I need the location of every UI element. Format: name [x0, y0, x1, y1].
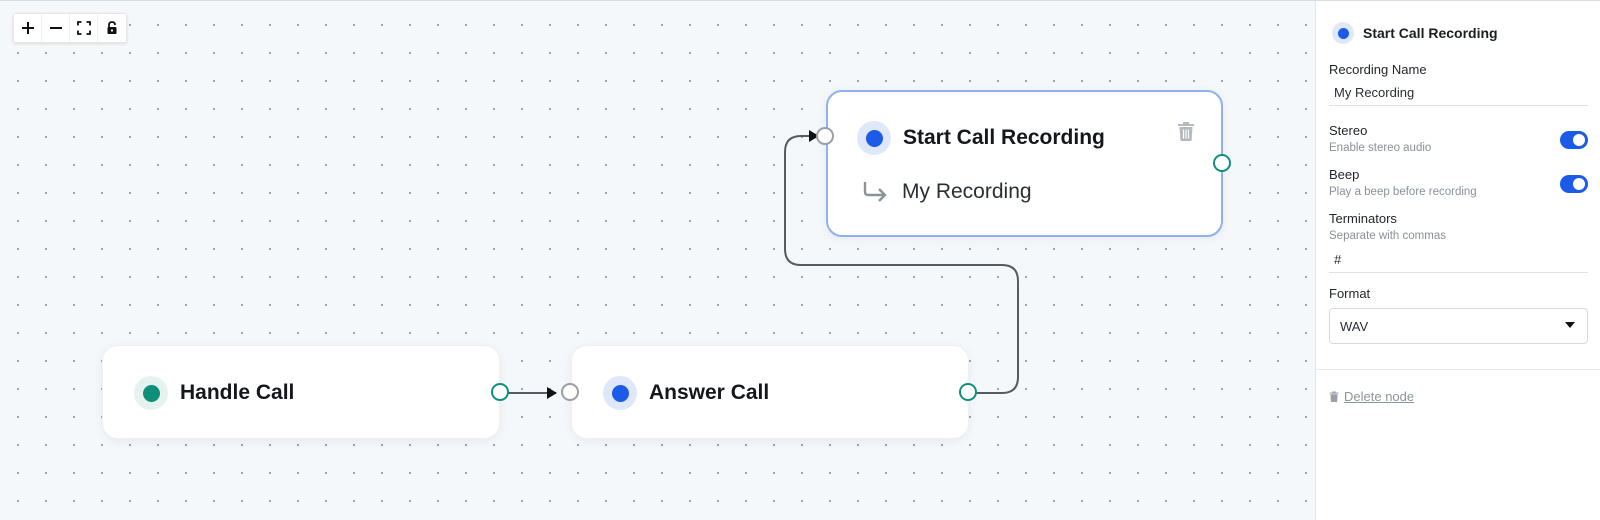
- action-dot-icon: [611, 384, 629, 402]
- terminators-hint: Separate with commas: [1329, 230, 1446, 242]
- toggle-knob: [1573, 134, 1585, 146]
- node-title: Start Call Recording: [903, 126, 1105, 149]
- trash-icon: [1329, 390, 1339, 402]
- beep-hint: Play a beep before recording: [1329, 186, 1477, 198]
- recording-name-input[interactable]: [1329, 80, 1588, 106]
- input-handle[interactable]: [816, 127, 834, 145]
- node-status-dot: [857, 121, 891, 155]
- terminators-label: Terminators: [1329, 211, 1397, 226]
- action-dot-icon: [1337, 27, 1349, 39]
- zoom-in-icon: [21, 22, 34, 34]
- flow-canvas[interactable]: Handle Call Answer Call Start Call Recor…: [0, 1, 1315, 520]
- zoom-out-button[interactable]: [42, 14, 70, 42]
- node-status-dot: [603, 376, 637, 410]
- format-select[interactable]: WAV: [1329, 308, 1588, 344]
- node-start-call-recording[interactable]: Start Call Recording My Recording: [826, 90, 1223, 237]
- panel-divider: [1316, 369, 1600, 370]
- stereo-toggle[interactable]: [1560, 131, 1588, 149]
- delete-node-link[interactable]: Delete node: [1329, 389, 1414, 404]
- terminators-input[interactable]: [1329, 247, 1588, 273]
- node-title: Answer Call: [649, 381, 770, 404]
- node-answer-call[interactable]: Answer Call: [571, 345, 969, 439]
- lock-icon: [107, 21, 117, 34]
- panel-title: Start Call Recording: [1363, 25, 1498, 41]
- stereo-label: Stereo: [1329, 123, 1368, 138]
- lock-button[interactable]: [98, 14, 126, 42]
- delete-node-button[interactable]: [1177, 122, 1195, 147]
- node-subtitle: My Recording: [902, 180, 1032, 203]
- edge-answer-to-recording[interactable]: [784, 130, 1019, 394]
- chevron-down-icon: [1565, 322, 1575, 328]
- fit-view-icon: [76, 21, 91, 35]
- canvas-controls: [13, 13, 127, 43]
- node-handle-call[interactable]: Handle Call: [102, 345, 500, 439]
- fit-view-button[interactable]: [70, 14, 98, 42]
- output-handle[interactable]: [491, 383, 509, 401]
- node-title: Handle Call: [180, 381, 295, 404]
- recording-name-label: Recording Name: [1329, 62, 1427, 77]
- trigger-dot-icon: [142, 384, 160, 402]
- delete-node-label: Delete node: [1344, 389, 1415, 404]
- zoom-in-button[interactable]: [14, 14, 42, 42]
- toggle-knob: [1573, 178, 1585, 190]
- node-status-dot: [1332, 22, 1354, 44]
- trash-icon: [1178, 122, 1194, 141]
- output-handle[interactable]: [959, 383, 977, 401]
- zoom-out-icon: [49, 27, 62, 29]
- return-arrow-icon: [863, 182, 887, 202]
- format-label: Format: [1329, 286, 1371, 301]
- stereo-hint: Enable stereo audio: [1329, 142, 1432, 154]
- beep-toggle[interactable]: [1560, 175, 1588, 193]
- node-properties-panel: Start Call Recording Recording Name Ster…: [1315, 1, 1600, 520]
- output-handle[interactable]: [1213, 154, 1231, 172]
- node-status-dot: [134, 376, 168, 410]
- edges-layer: [501, 130, 1019, 399]
- input-handle[interactable]: [561, 383, 579, 401]
- beep-label: Beep: [1329, 167, 1360, 182]
- action-dot-icon: [865, 129, 883, 147]
- format-select-value: WAV: [1340, 318, 1369, 334]
